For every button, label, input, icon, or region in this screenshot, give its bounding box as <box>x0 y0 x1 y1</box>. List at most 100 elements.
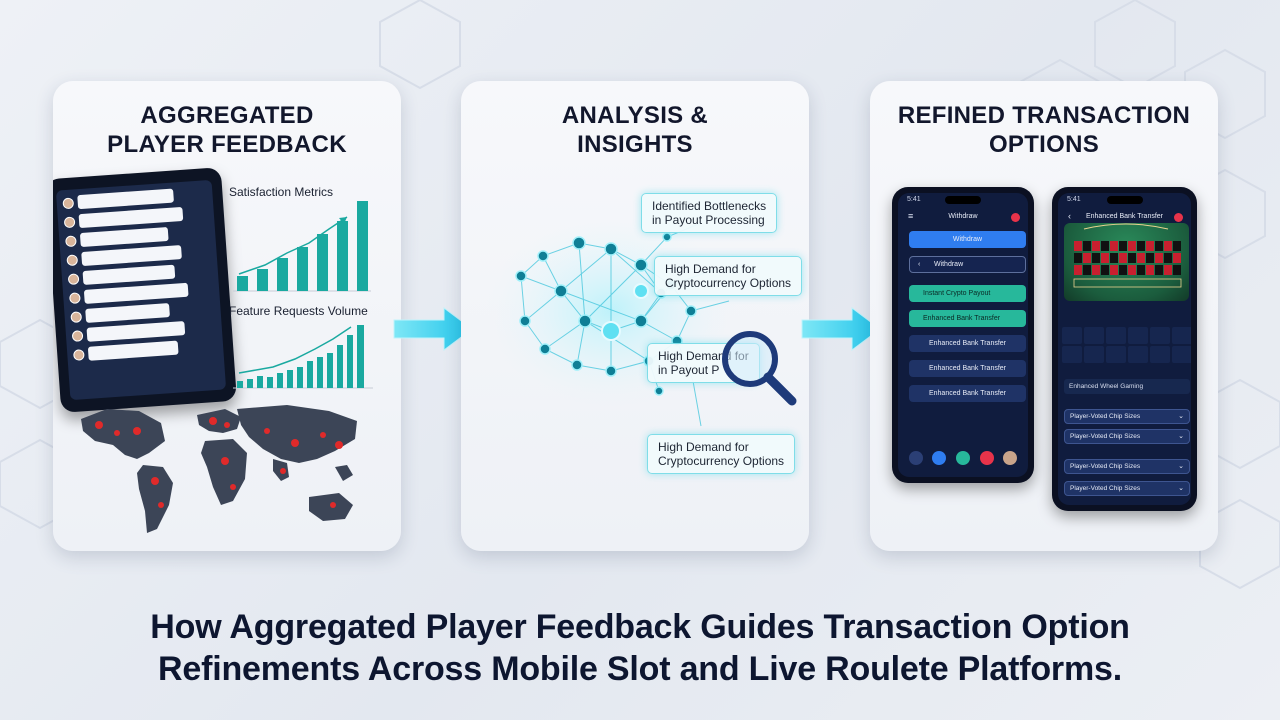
chart-bar <box>277 373 283 388</box>
roulette-grid <box>1073 223 1182 288</box>
enhanced-bank-transfer-button[interactable]: Enhanced Bank Transfer <box>909 310 1026 327</box>
chart-icon[interactable] <box>955 451 970 465</box>
feature-requests-chart <box>233 325 373 389</box>
avatar <box>66 253 79 266</box>
chart-bar <box>297 367 303 388</box>
trend-line <box>238 216 348 275</box>
chip-size-dropdown[interactable]: Player-Voted Chip Sizes⌄ <box>1064 409 1190 424</box>
right-arrow-icon <box>801 307 881 351</box>
record-icon <box>1011 213 1020 222</box>
options-panel: REFINED TRANSACTION OPTIONS 5:41 ≡ Withd… <box>870 81 1218 551</box>
shield-icon[interactable] <box>932 451 947 465</box>
avatar <box>69 291 81 304</box>
insight-line: in Payout P <box>658 363 720 377</box>
back-chevron-icon[interactable]: ‹ <box>1068 211 1071 221</box>
options-title-line2: OPTIONS <box>988 131 1100 158</box>
feedback-panel-title: AGGREGATED PLAYER FEEDBACK <box>53 101 401 159</box>
chart-bar <box>317 357 323 388</box>
back-chevron-icon: ‹ <box>918 261 934 268</box>
feedback-bubble <box>77 188 174 210</box>
menu-icon[interactable]: ≡ <box>908 211 914 221</box>
chart-bar <box>317 234 328 291</box>
status-time: 5:41 <box>907 196 921 203</box>
world-map-icon <box>81 405 357 533</box>
caption-line1: How Aggregated Player Feedback Guides Tr… <box>150 608 1130 646</box>
analysis-panel-title: ANALYSIS & INSIGHTS <box>461 101 809 159</box>
feedback-panel: AGGREGATED PLAYER FEEDBACK Satisfaction … <box>53 81 401 551</box>
feedback-bubble <box>86 321 186 342</box>
enhanced-bank-transfer-option[interactable]: Enhanced Bank Transfer <box>909 335 1026 352</box>
chevron-down-icon: ⌄ <box>1178 463 1184 470</box>
trend-line <box>238 326 352 374</box>
enhanced-bank-transfer-option[interactable]: Enhanced Bank Transfer <box>909 385 1026 402</box>
withdraw-phone: 5:41 ≡ Withdraw Withdraw ‹ Withdraw Inst… <box>892 187 1034 483</box>
avatar[interactable] <box>1003 451 1018 465</box>
chart-bar <box>257 269 268 291</box>
avatar <box>67 272 80 285</box>
enhanced-bank-transfer-option[interactable]: Enhanced Bank Transfer <box>909 360 1026 377</box>
avatar <box>62 196 75 209</box>
magnifier-icon <box>722 331 797 406</box>
chart-bar <box>357 325 364 388</box>
chevron-down-icon: ⌄ <box>1178 485 1184 492</box>
dropdown-label: Player-Voted Chip Sizes <box>1070 485 1141 492</box>
options-title-line1: REFINED TRANSACTION <box>897 102 1191 129</box>
chart-bar <box>347 335 353 388</box>
feedback-row <box>72 338 218 362</box>
chip-size-dropdown[interactable]: Player-Voted Chip Sizes ⌄ <box>1064 481 1190 496</box>
chart-bar <box>277 258 288 291</box>
tablet-screen <box>55 179 227 401</box>
chart-bar <box>297 247 308 291</box>
feedback-bubble <box>79 226 169 248</box>
options-panel-title: REFINED TRANSACTION OPTIONS <box>870 101 1218 159</box>
insight-line: High Demand for <box>665 262 756 276</box>
insight-line: in Payout Processing <box>652 213 765 227</box>
gaming-strip: Enhanced Wheel Gaming <box>1064 379 1190 394</box>
withdraw-button[interactable]: Withdraw <box>909 231 1026 248</box>
chart-bar <box>237 276 248 291</box>
chip-size-dropdown[interactable]: Player-Voted Chip Sizes ⌄ <box>1064 429 1190 444</box>
feedback-bubble <box>87 340 179 361</box>
feedback-bubble <box>85 303 170 323</box>
insight-line: Identified Bottlenecks <box>652 199 767 213</box>
chart-bar <box>247 379 253 388</box>
chart-bar <box>337 221 348 291</box>
chart-bar <box>287 370 293 388</box>
chart-bar <box>267 377 273 388</box>
analysis-title-line1: ANALYSIS & <box>561 102 709 129</box>
insight-box-crypto-demand: High Demand for Cryptocurrency Options <box>654 256 803 296</box>
withdraw-row-label: Withdraw <box>933 261 964 268</box>
roulette-phone: 5:41 ‹ Enhanced Bank Transfer <box>1052 187 1197 511</box>
chevron-down-icon: ⌄ <box>1178 433 1184 440</box>
avatar <box>71 329 84 342</box>
feature-requests-label: Feature Requests Volume <box>229 304 368 318</box>
feedback-bubble <box>83 282 189 304</box>
satisfaction-metrics-label: Satisfaction Metrics <box>229 185 334 199</box>
phone-notch <box>945 196 981 204</box>
dropdown-label: Player-Voted Chip Sizes <box>1070 463 1141 470</box>
avatar <box>63 215 76 228</box>
chart-bar <box>307 361 313 388</box>
caption: How Aggregated Player Feedback Guides Tr… <box>60 606 1220 690</box>
record-icon <box>1174 213 1183 222</box>
instant-crypto-payout-button[interactable]: Instant Crypto Payout <box>909 285 1026 302</box>
wallet-icon[interactable] <box>908 451 923 465</box>
satisfaction-metrics-chart <box>233 201 371 292</box>
feedback-bubble <box>81 245 182 267</box>
insight-line: High Demand for <box>658 440 749 454</box>
analysis-panel: ANALYSIS & INSIGHTS <box>461 81 809 551</box>
chip-size-dropdown[interactable]: Player-Voted Chip Sizes ⌄ <box>1064 459 1190 474</box>
right-arrow-icon <box>393 307 473 351</box>
dropdown-label: Player-Voted Chip Sizes <box>1070 433 1141 440</box>
withdraw-phone-screen: 5:41 ≡ Withdraw Withdraw ‹ Withdraw Inst… <box>898 193 1028 477</box>
insight-line: Cryptocurrency Options <box>665 276 792 290</box>
avatar <box>65 234 77 247</box>
dropdown-label: Player-Voted Chip Sizes <box>1070 413 1141 420</box>
chat-icon[interactable] <box>979 451 994 465</box>
withdraw-back-row[interactable]: ‹ Withdraw <box>909 256 1026 273</box>
chart-bar <box>257 376 263 388</box>
insight-box-bottlenecks: Identified Bottlenecks in Payout Process… <box>641 193 778 233</box>
analysis-title-line2: INSIGHTS <box>577 131 693 158</box>
avatar <box>72 348 85 361</box>
roulette-table[interactable] <box>1064 223 1189 301</box>
